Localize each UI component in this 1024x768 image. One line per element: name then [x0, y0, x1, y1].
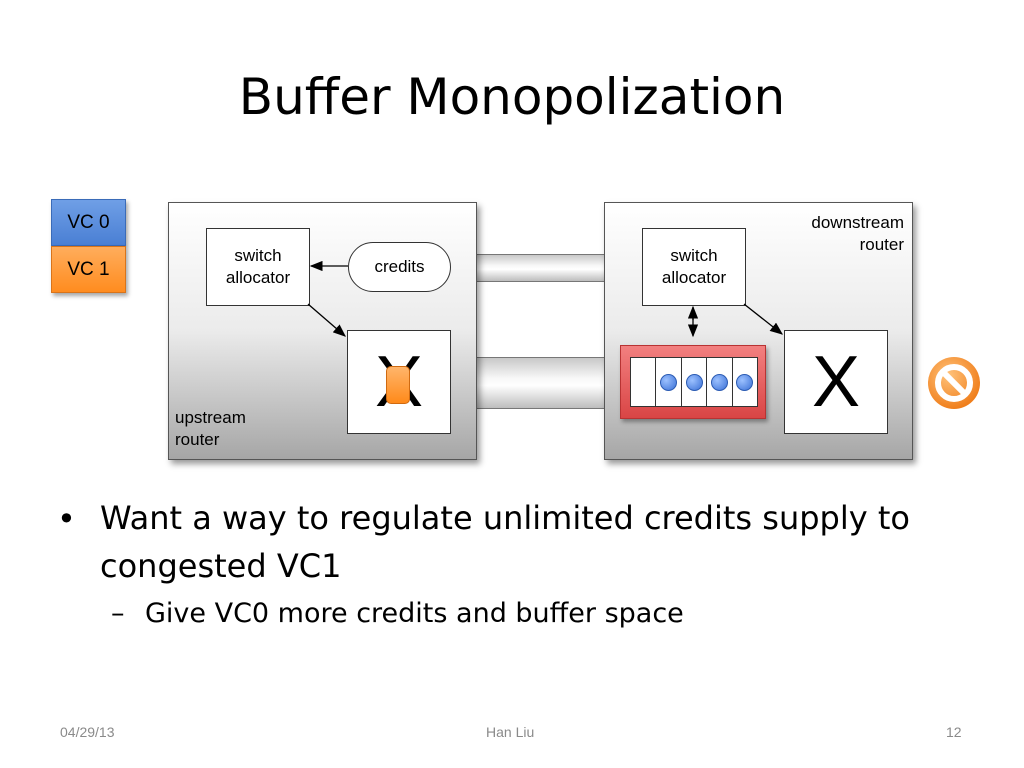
- footer-page-number: 12: [946, 724, 962, 740]
- bullet-main: Want a way to regulate unlimited credits…: [100, 499, 910, 585]
- upstream-allocator-to-crossbar-arrow: [307, 303, 346, 337]
- vc1-flit: [386, 366, 410, 404]
- downstream-allocator-to-crossbar-arrow: [743, 303, 784, 335]
- buffer-slot: [731, 358, 757, 406]
- credits-pill: credits: [348, 242, 451, 292]
- buffer-slot: [706, 358, 731, 406]
- sub-bullet: Give VC0 more credits and buffer space: [145, 598, 684, 629]
- footer-date: 04/29/13: [60, 724, 115, 740]
- buffer-slot: [680, 358, 706, 406]
- footer-author: Han Liu: [486, 724, 535, 740]
- credit-channel: [475, 254, 604, 282]
- downstream-crossbar: X: [784, 330, 888, 434]
- legend-vc0: VC 0: [51, 199, 126, 246]
- no-entry-icon: [928, 357, 980, 409]
- vc0-flit: [660, 373, 678, 391]
- legend-vc1: VC 1: [51, 246, 126, 293]
- buffer-slots: [630, 357, 758, 407]
- slide-title: Buffer Monopolization: [238, 68, 786, 126]
- data-channel: [475, 357, 604, 409]
- vc0-flit: [710, 373, 728, 391]
- sub-bullet-glyph: –: [111, 598, 125, 629]
- upstream-switch-allocator: switch allocator: [206, 228, 310, 306]
- input-buffer: [620, 345, 766, 419]
- downstream-switch-allocator: switch allocator: [642, 228, 746, 306]
- buffer-slot: [655, 358, 680, 406]
- vc0-flit: [736, 373, 754, 391]
- bullet-glyph: •: [57, 500, 76, 538]
- upstream-crossbar: X: [347, 330, 451, 434]
- upstream-router-label: upstream router: [175, 408, 246, 449]
- vc0-flit: [685, 373, 703, 391]
- downstream-router-label: downstream router: [811, 213, 904, 254]
